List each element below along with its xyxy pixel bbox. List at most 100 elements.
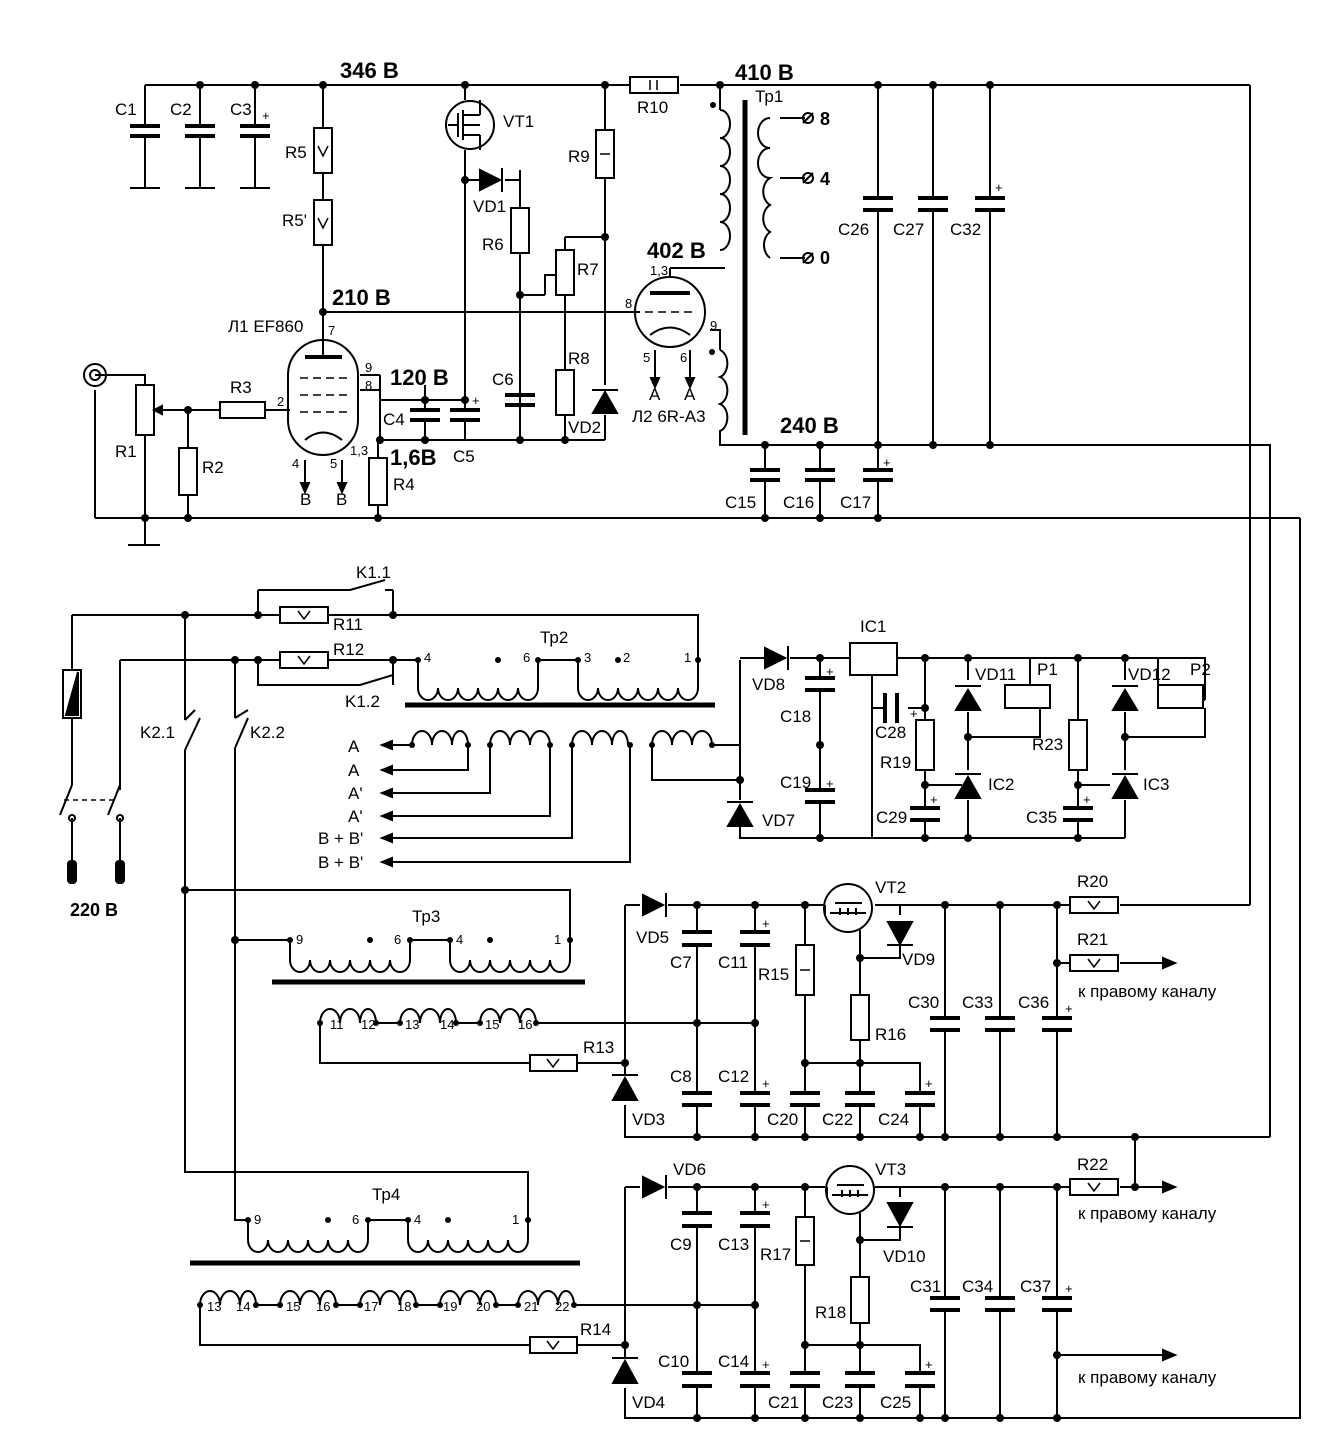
capacitor-c25 bbox=[905, 1371, 935, 1388]
l1-pin-1-3: 1,3 bbox=[350, 443, 368, 458]
tr3-pin-16: 16 bbox=[518, 1017, 532, 1032]
resistor-r19 bbox=[915, 719, 935, 771]
r21-label: R21 bbox=[1077, 930, 1108, 949]
relay-k22-label: K2.2 bbox=[250, 723, 285, 742]
capacitor-c26 bbox=[863, 196, 893, 212]
tr3-pin-13: 13 bbox=[405, 1017, 419, 1032]
tr3-pin-15: 15 bbox=[485, 1017, 499, 1032]
c37-label: C37 bbox=[1020, 1277, 1051, 1296]
capacitor-c22 bbox=[845, 1091, 875, 1107]
c31-label: C31 bbox=[910, 1277, 941, 1296]
capacitor-c6 bbox=[505, 295, 535, 440]
r13-label: R13 bbox=[583, 1038, 614, 1057]
resistor-r14 bbox=[529, 1336, 578, 1354]
c35-label: C35 bbox=[1026, 808, 1057, 827]
vd1-label: VD1 bbox=[473, 197, 506, 216]
capacitor-c18 bbox=[805, 676, 835, 692]
resistor-r12 bbox=[279, 651, 329, 669]
plus-c12: + bbox=[762, 1076, 770, 1091]
tr2-label: Тр2 bbox=[540, 628, 568, 647]
vd6-label: VD6 bbox=[673, 1160, 706, 1179]
capacitor-c15 bbox=[750, 468, 780, 482]
c12-label: C12 bbox=[718, 1067, 749, 1086]
relay-contact-k12 bbox=[359, 674, 394, 686]
transformer-tr2 bbox=[379, 657, 741, 868]
relay-contact-k21 bbox=[184, 709, 201, 751]
diode-vd2 bbox=[591, 389, 619, 414]
mains-voltage-220: 220 В bbox=[70, 900, 118, 920]
ic1-label: IC1 bbox=[860, 617, 886, 636]
tr2-pin-6: 6 bbox=[523, 650, 530, 665]
right-channel-label-3: к правому каналу bbox=[1078, 1368, 1217, 1387]
c18-label: C18 bbox=[780, 707, 811, 726]
capacitor-c11 bbox=[740, 930, 770, 947]
plus-c11: + bbox=[762, 916, 770, 931]
tr2-pin-2: 2 bbox=[623, 650, 630, 665]
c21-label: C21 bbox=[768, 1393, 799, 1412]
ic1-regulator bbox=[849, 642, 898, 676]
capacitor-c29 bbox=[910, 806, 940, 822]
r3-label: R3 bbox=[230, 378, 252, 397]
c14-label: C14 bbox=[718, 1352, 749, 1371]
power-switch[interactable] bbox=[59, 784, 125, 884]
resistor-r3 bbox=[219, 401, 266, 419]
input-jack[interactable] bbox=[83, 363, 107, 387]
c16-label: C16 bbox=[783, 493, 814, 512]
capacitor-c5 bbox=[450, 408, 480, 422]
capacitor-c28 bbox=[883, 693, 899, 723]
plus-c29: + bbox=[930, 792, 938, 807]
transistor-vt1 bbox=[445, 100, 495, 150]
tr3-pin-14: 14 bbox=[440, 1017, 454, 1032]
l1-pin-8: 8 bbox=[365, 378, 372, 393]
tr4-pin-22: 22 bbox=[555, 1299, 569, 1314]
capacitor-c1 bbox=[130, 124, 160, 138]
c24-label: C24 bbox=[878, 1110, 909, 1129]
capacitor-c37 bbox=[1042, 1296, 1072, 1312]
c5-label: C5 bbox=[453, 447, 475, 466]
r5p-label: R5' bbox=[282, 211, 307, 230]
resistor-r2 bbox=[178, 447, 198, 496]
ic2-label: IC2 bbox=[988, 775, 1014, 794]
vd4-label: VD4 bbox=[632, 1393, 665, 1412]
vd10-label: VD10 bbox=[883, 1247, 926, 1266]
tr2-pin-3: 3 bbox=[584, 650, 591, 665]
tr4-pin-14: 14 bbox=[236, 1299, 250, 1314]
voltage-1-6: 1,6В bbox=[390, 445, 436, 470]
capacitor-c17 bbox=[863, 468, 893, 482]
capacitor-c2 bbox=[185, 124, 215, 138]
tr4-pin-1: 1 bbox=[512, 1212, 519, 1227]
c2-label: C2 bbox=[170, 100, 192, 119]
l1-pin-4: 4 bbox=[292, 456, 299, 471]
r20-label: R20 bbox=[1077, 872, 1108, 891]
capacitor-c4 bbox=[410, 408, 440, 422]
c7-label: C7 bbox=[670, 953, 692, 972]
plus-c17: + bbox=[883, 455, 891, 470]
l2-pin-8: 8 bbox=[625, 296, 632, 311]
tr4-pin-18: 18 bbox=[397, 1299, 411, 1314]
junction-dots-tr4 bbox=[621, 1183, 1139, 1422]
c33-label: C33 bbox=[962, 993, 993, 1012]
r7-label: R7 bbox=[577, 260, 599, 279]
l1-pin-5: 5 bbox=[330, 456, 337, 471]
output-arrow-r22 bbox=[1162, 1180, 1178, 1194]
voltage-410: 410 В bbox=[735, 60, 794, 85]
relay-coil-p1 bbox=[1004, 684, 1051, 709]
capacitor-c3 bbox=[240, 124, 270, 138]
capacitor-c36 bbox=[1042, 1016, 1072, 1032]
resistor-r5 bbox=[313, 127, 333, 174]
c19-label: C19 bbox=[780, 773, 811, 792]
plus-c32: + bbox=[995, 180, 1003, 195]
resistor-r11 bbox=[279, 606, 329, 624]
tube-l2-label: Л2 6R-A3 bbox=[632, 407, 706, 426]
r19-label: R19 bbox=[880, 753, 911, 772]
tr4-label: Тр4 bbox=[372, 1185, 400, 1204]
tr4-pin-17: 17 bbox=[364, 1299, 378, 1314]
right-channel-label-1: к правому каналу bbox=[1078, 982, 1217, 1001]
tube-l1 bbox=[287, 339, 359, 456]
tr3-pin-11: 11 bbox=[330, 1017, 344, 1032]
l2-pin-9: 9 bbox=[710, 318, 717, 333]
capacitor-c16 bbox=[805, 468, 835, 482]
diode-vd5 bbox=[642, 893, 667, 917]
tr3-pin-6: 6 bbox=[394, 932, 401, 947]
resistor-r15 bbox=[795, 944, 815, 996]
